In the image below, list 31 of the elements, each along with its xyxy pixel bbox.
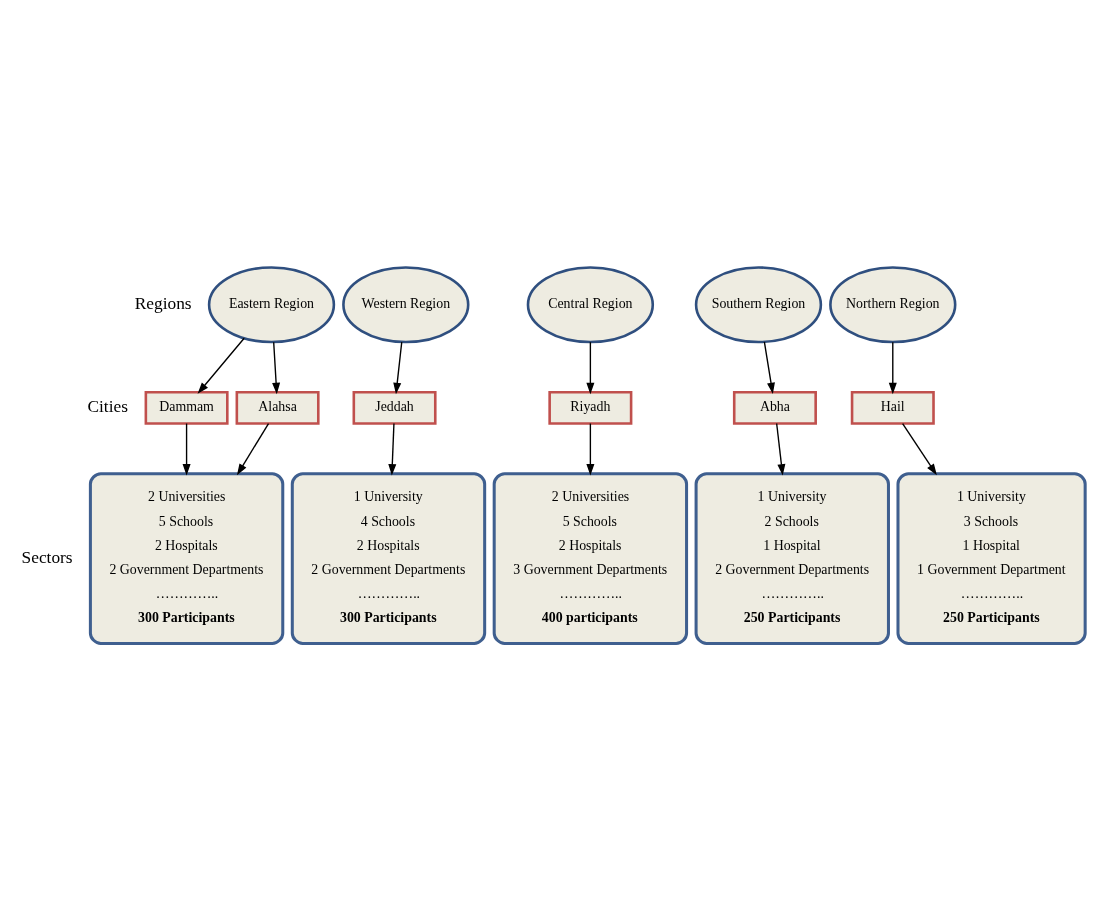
node-box: 1 University 2 Schools 1 Hospital 2 Government Departments ………….. 250 Participants [694, 471, 890, 645]
arrow [888, 341, 897, 394]
node-box: Alahsa [235, 390, 320, 425]
node-box: Riyadh [548, 390, 633, 425]
node-box: 2 Universities 5 Schools 2 Hospitals 3 Government Departments ………….. 400 participants [492, 471, 689, 645]
arrow [763, 340, 775, 394]
node-ellipse: Northern Region [829, 265, 957, 343]
node-ellipse: Southern Region [694, 265, 823, 343]
node-box: Jeddah [352, 390, 437, 425]
label: Sectors [21, 547, 73, 567]
node-box: Dammam [144, 390, 229, 425]
node-box: Hail [850, 390, 935, 425]
arrow [197, 337, 245, 394]
node-ellipse: Central Region [526, 265, 655, 343]
arrow [393, 341, 403, 394]
arrow [388, 422, 397, 476]
arrow [272, 341, 281, 394]
arrow [236, 422, 270, 475]
node-box: 2 Universities 5 Schools 2 Hospitals 2 Government Departments ………….. 300 Participants [88, 471, 285, 645]
label: Cities [87, 396, 128, 416]
node-ellipse: Western Region [342, 265, 470, 343]
arrow [586, 422, 595, 476]
arrow [586, 341, 595, 394]
label: Regions [134, 293, 192, 313]
arrow [775, 422, 786, 476]
arrow [182, 422, 191, 476]
node-ellipse: Eastern Region [207, 265, 336, 343]
node-box: 1 University 3 Schools 1 Hospital 1 Government Department ………….. 250 Participants [896, 471, 1087, 645]
arrow [901, 422, 937, 475]
node-box: 1 University 4 Schools 2 Hospitals 2 Government Departments ………….. 300 Participants [290, 471, 487, 645]
node-box: Abha [732, 390, 817, 425]
